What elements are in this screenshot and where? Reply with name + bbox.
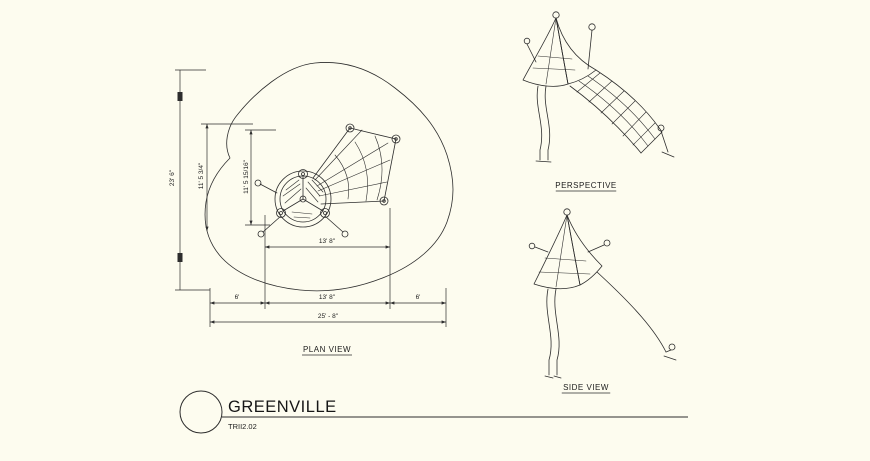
sheet-number: TRII2.02 xyxy=(228,422,257,431)
tower-sail-side xyxy=(528,214,611,290)
dimension-bottom-row xyxy=(209,253,447,327)
dim-net-width-label: 13' 8" xyxy=(319,238,336,245)
mast-ball-icon xyxy=(523,37,531,45)
mast-ball-icon xyxy=(588,23,596,31)
perspective-view-label: PERSPECTIVE xyxy=(555,181,617,190)
dimension-net-width xyxy=(264,208,391,253)
arm-ball-icon xyxy=(603,239,611,247)
product-title: GREENVILLE xyxy=(228,398,337,416)
side-view-drawing: SIDE VIEW xyxy=(528,208,677,394)
arm-ball-icon xyxy=(528,242,536,250)
safety-zone-outline xyxy=(204,62,454,292)
logo-circle-icon xyxy=(179,390,223,434)
plan-dimensions: 23' 6" 11' 5 3/4" 11' 5 15/16" 13' 8" xyxy=(169,69,447,356)
tower-poles-perspective xyxy=(535,85,552,163)
net-posts-plan xyxy=(345,123,401,206)
dim-bottom-right-label: 6' xyxy=(416,294,421,301)
plan-view-drawing xyxy=(204,62,454,292)
side-view-label: SIDE VIEW xyxy=(563,383,609,392)
dimension-total-height xyxy=(175,69,210,291)
net-grid-lines xyxy=(314,129,391,202)
dim-height-a-label: 11' 5 3/4" xyxy=(198,162,205,189)
dim-total-width-label: 25' - 8" xyxy=(318,313,339,320)
perspective-view-drawing: PERSPECTIVE xyxy=(522,11,675,192)
climb-net-plan xyxy=(312,123,401,206)
tower-poles-side xyxy=(544,288,562,379)
net-bridge-grid xyxy=(576,72,656,147)
tower-sail-perspective xyxy=(522,17,597,87)
plan-view-label: PLAN VIEW xyxy=(303,345,351,354)
dimension-height-a xyxy=(201,123,253,231)
dim-total-height-label: 23' 6" xyxy=(169,169,176,186)
rope-anchor-side xyxy=(596,271,677,361)
tower-posts-plan xyxy=(276,169,330,218)
tower-legs-plan xyxy=(254,179,349,238)
dimension-height-b xyxy=(245,129,276,226)
mast-ball-icon xyxy=(563,208,571,216)
mast-ball-icon xyxy=(552,11,560,19)
title-block: GREENVILLE TRII2.02 xyxy=(179,390,688,434)
net-bridge-perspective xyxy=(569,69,675,158)
dim-bottom-left-label: 6' xyxy=(235,294,240,301)
anchor-ball-icon xyxy=(668,343,676,351)
dim-height-b-label: 11' 5 15/16" xyxy=(243,159,250,193)
dim-bottom-center-label: 13' 8" xyxy=(319,294,336,301)
